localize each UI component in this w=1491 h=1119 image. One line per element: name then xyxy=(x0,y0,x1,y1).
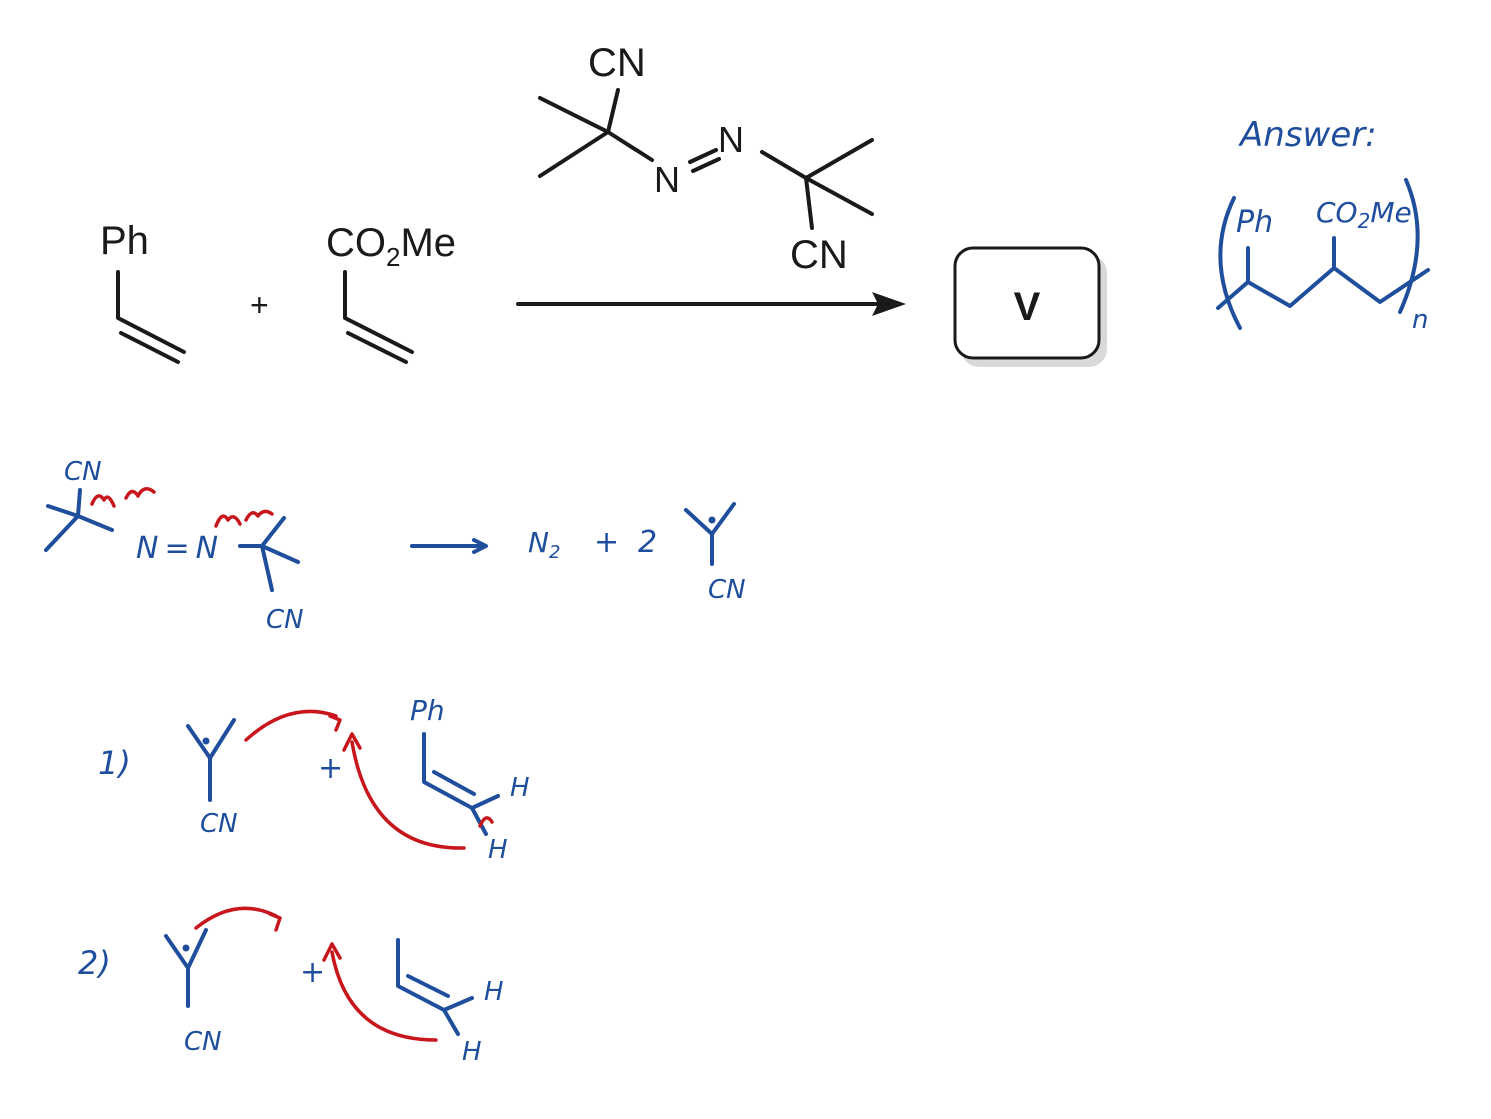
propagation-step-2: 2) CN + H H xyxy=(78,906,504,1067)
svg-text:N2: N2 xyxy=(528,526,560,563)
acrylate-subscript: 2 xyxy=(386,242,400,272)
init-cn-bottom: CN xyxy=(266,605,304,635)
aibn-right-methyls xyxy=(804,138,874,216)
styrene-bond xyxy=(116,270,186,354)
styrene-ph-label: Ph xyxy=(100,219,149,263)
answer-repeat-n: n xyxy=(1412,305,1428,335)
step1-ph-label: Ph xyxy=(410,694,445,727)
styrene-structure: Ph xyxy=(100,219,186,364)
product-box: V xyxy=(953,246,1107,367)
aibn-structure: CN N N CN xyxy=(538,41,874,277)
answer-polymer-chain xyxy=(1216,266,1430,310)
init-n-left: N xyxy=(136,531,158,566)
step2-plus: + xyxy=(300,955,325,990)
init-radical-cn: CN xyxy=(708,575,746,605)
step1-h-top: H xyxy=(510,773,530,803)
init-cn-top: CN xyxy=(64,457,102,487)
initiation-step: CN N=N CN N2 + 2 CN xyxy=(44,457,746,635)
step1-red-arrow-radical xyxy=(244,709,338,742)
aibn-cn-top: CN xyxy=(588,41,646,85)
step2-radical-dot xyxy=(182,944,190,952)
answer-left-bracket xyxy=(1218,196,1242,330)
answer-ph-label: Ph xyxy=(1236,205,1273,240)
step2-h-top: H xyxy=(484,977,504,1007)
init-n-right: N xyxy=(196,531,218,566)
step1-label: 1) xyxy=(98,744,131,782)
step1-red-arrow-alkene xyxy=(350,740,466,850)
step1-alkene-double xyxy=(432,770,476,796)
step1-radical-structure xyxy=(186,718,236,802)
propagation-step-1: 1) CN + Ph H H xyxy=(98,694,530,865)
answer-co-label: CO xyxy=(1316,196,1358,229)
styrene-double-bond xyxy=(119,331,180,364)
svg-text:CO2Me: CO2Me xyxy=(326,221,456,272)
answer-right-bracket xyxy=(1398,178,1420,314)
step2-label: 2) xyxy=(78,944,111,982)
svg-text:N=N: N=N xyxy=(136,531,218,566)
aibn-cn-bottom: CN xyxy=(790,233,848,277)
init-red-half-arrows-left xyxy=(90,487,156,508)
step1-plus: + xyxy=(318,751,343,786)
init-red-half-arrows-right xyxy=(214,509,274,528)
acrylate-me-label: Me xyxy=(400,221,456,265)
answer-me-label: Me xyxy=(1370,196,1411,229)
reaction-arrow xyxy=(516,292,906,316)
step2-alkene xyxy=(396,938,446,1012)
step2-red-arrow-alkene xyxy=(330,950,438,1042)
step2-h-bottom: H xyxy=(462,1037,482,1067)
init-equals: = xyxy=(164,531,189,566)
answer-heading: Answer: xyxy=(1238,115,1377,155)
step1-radical-dot xyxy=(202,737,210,745)
answer-co-subscript: 2 xyxy=(1358,209,1371,233)
svg-text:CO2Me: CO2Me xyxy=(1316,196,1412,233)
product-v-label: V xyxy=(1014,285,1041,329)
init-left-tertiary xyxy=(44,488,114,552)
aibn-left-methyls xyxy=(538,96,610,178)
init-right-tertiary xyxy=(238,516,300,592)
acrylate-co-label: CO xyxy=(326,221,386,265)
step2-red-arrow-radical xyxy=(194,906,278,930)
acrylate-bond xyxy=(343,270,414,354)
init-radical-dot xyxy=(708,516,716,524)
step2-radical-structure xyxy=(164,928,208,1008)
aibn-n-right: N xyxy=(718,119,744,160)
step1-radical-cn: CN xyxy=(200,809,238,839)
init-n2-sub: 2 xyxy=(549,542,560,563)
aibn-n-n-double-bond xyxy=(688,148,721,173)
init-plus: + xyxy=(594,525,619,560)
answer-block: Answer: Ph CO2Me n xyxy=(1216,115,1430,335)
aibn-n-left: N xyxy=(654,159,680,200)
acrylate-structure: CO2Me xyxy=(326,221,456,364)
init-radical-structure xyxy=(684,502,736,566)
acrylate-double-bond xyxy=(346,331,408,364)
step1-h-bottom: H xyxy=(488,835,508,865)
step2-radical-cn: CN xyxy=(184,1027,222,1057)
step1-alkene xyxy=(422,732,474,810)
init-n2-label: N xyxy=(528,526,549,559)
step2-alkene-double xyxy=(406,974,450,998)
init-coefficient: 2 xyxy=(638,525,657,560)
plus-sign: + xyxy=(250,287,269,323)
